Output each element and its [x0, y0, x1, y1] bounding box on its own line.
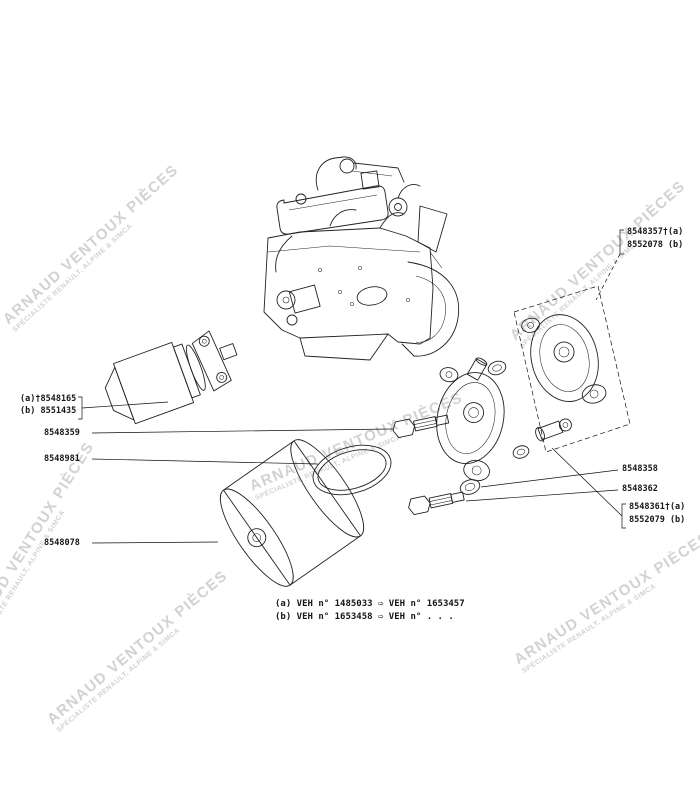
label-part-8552079: 8552079 (b) [629, 515, 686, 525]
label-part-8548357: 8548357†(a) [627, 227, 684, 237]
label-part-8548362: 8548362 [622, 484, 658, 494]
label-part-8548165: (a)†8548165 [20, 394, 77, 404]
engine-sketch [263, 156, 460, 361]
filter-cartridge-8548078 [219, 439, 365, 587]
label-part-8548359: 8548359 [44, 428, 80, 438]
dashed-outline [513, 285, 631, 453]
filter-head-front [436, 357, 505, 482]
label-part-8548078: 8548078 [44, 538, 80, 548]
bolt-8548362 [408, 491, 465, 516]
footnote-line-a: (a) VEH n° 1485033 ⇨ VEH n° 1653457 [275, 599, 465, 609]
sealing-washer-small [487, 360, 507, 376]
oil-filter-assembly-early [104, 330, 238, 425]
washer-8548358 [459, 479, 481, 495]
sealing-washer-mid [512, 445, 530, 459]
filter-head-late [513, 285, 631, 453]
label-part-8548358: 8548358 [622, 464, 658, 474]
label-part-8552078: 8552078 (b) [627, 240, 684, 250]
label-part-8548981: 8548981 [44, 454, 80, 464]
mounting-bolt-8548359 [392, 414, 450, 439]
seal-ring-8548981 [312, 444, 392, 496]
label-part-8548361: 8548361†(a) [629, 502, 686, 512]
footnote-line-b: (b) VEH n° 1653458 ⇨ VEH n° . . . [275, 612, 454, 622]
label-part-8551435: (b) 8551435 [20, 406, 77, 416]
leader-lines [78, 229, 626, 544]
union-fittings-8548361 [535, 418, 572, 442]
